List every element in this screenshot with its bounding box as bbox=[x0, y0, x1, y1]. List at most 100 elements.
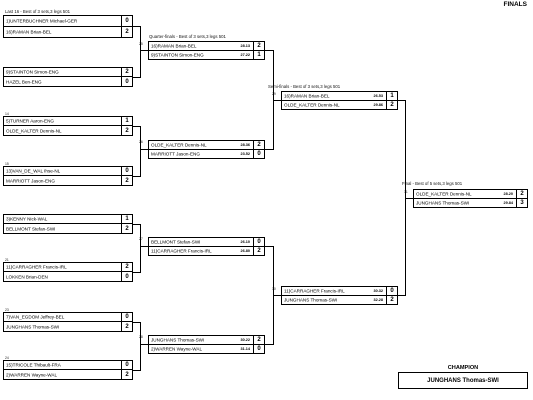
average: 23.52 bbox=[240, 151, 250, 156]
match-4: 13)VAN_DE_WAL Ihse-NL 0 MARRIOTT Jason-EN… bbox=[3, 166, 133, 186]
score: 2 bbox=[121, 68, 132, 76]
bracket-connector bbox=[133, 224, 140, 225]
player-name: 2)WARREN Wayne-WAL bbox=[6, 372, 58, 377]
player-name: 11)CARRAGHER Francis-IRL bbox=[151, 248, 212, 254]
score: 1 bbox=[386, 92, 397, 100]
score: 0 bbox=[121, 272, 132, 281]
score: 2 bbox=[253, 141, 264, 149]
score: 2 bbox=[121, 370, 132, 379]
player-name: JUNGHANS Thomas-SWI bbox=[151, 337, 205, 343]
score: 0 bbox=[253, 238, 264, 246]
score: 0 bbox=[121, 361, 132, 369]
round-header-final: Final - Best of 5 sets,3 legs 501 bbox=[402, 181, 463, 186]
match-number: 14 bbox=[5, 112, 9, 116]
score: 2 bbox=[121, 322, 132, 331]
score: 1 bbox=[253, 50, 264, 59]
player-name: HAZEL Ben-ENG bbox=[6, 79, 42, 84]
player-name: 15)TRICOLE Thibault-FRA bbox=[6, 362, 61, 368]
player-name: LOKKEN Brian-DEN bbox=[6, 274, 48, 279]
player-name: 16)RAMAN Brian-BEL bbox=[6, 29, 52, 35]
match-1: 1)UNTERBUCHNER Michael-GER 0 16)RAMAN Bri… bbox=[3, 15, 133, 38]
match-number: 21 bbox=[5, 258, 9, 262]
player-name: 3)KENNY Nick-WAL bbox=[6, 216, 48, 222]
player-name: 7)VAN_EGDOM Jeffrey-BEL bbox=[6, 314, 65, 320]
score: 0 bbox=[121, 167, 132, 175]
player-name: BELLMONT Stefan-SWI bbox=[151, 239, 201, 245]
player-name: 11)CARRAGHER Francis-IRL bbox=[6, 264, 67, 270]
score: 2 bbox=[253, 42, 264, 50]
bracket-connector bbox=[133, 322, 140, 323]
bracket-connector bbox=[133, 272, 140, 273]
bracket-connector bbox=[265, 149, 273, 150]
player-name: 11)CARRAGHER Francis-IRL bbox=[284, 288, 345, 294]
score: 2 bbox=[516, 190, 527, 198]
score: 3 bbox=[516, 198, 527, 207]
bracket-connector bbox=[398, 100, 405, 101]
player-name: MARRIOTT Jason-ENG bbox=[151, 151, 200, 157]
average: 28.13 bbox=[240, 43, 250, 48]
bracket-connector bbox=[398, 295, 405, 296]
average: 29.84 bbox=[503, 200, 513, 205]
match-6: 11)CARRAGHER Francis-IRL 2 LOKKEN Brian-D… bbox=[3, 262, 133, 282]
bracket-connector bbox=[273, 295, 281, 296]
round-header-quarter: Quarter-finals - Best of 3 sets,3 legs 5… bbox=[149, 34, 226, 39]
score: 2 bbox=[386, 100, 397, 109]
average: 30.32 bbox=[373, 288, 383, 293]
score: 0 bbox=[386, 287, 397, 295]
bracket-connector bbox=[133, 77, 140, 78]
bracket-connector bbox=[140, 344, 148, 345]
match-number: 23 bbox=[5, 308, 9, 312]
match-8: 15)TRICOLE Thibault-FRA 0 2)WARREN Wayne-… bbox=[3, 360, 133, 380]
match-number: 24 bbox=[5, 356, 9, 360]
bracket-connector bbox=[140, 224, 141, 273]
bracket-connector bbox=[140, 126, 141, 177]
bracket-connector bbox=[140, 246, 148, 247]
score: 2 bbox=[253, 246, 264, 255]
bracket-connector bbox=[405, 198, 413, 199]
score: 2 bbox=[121, 126, 132, 135]
player-name: MARRIOTT Jason-ENG bbox=[6, 178, 55, 183]
score: 0 bbox=[121, 16, 132, 26]
player-name: JUNGHANS Thomas-SWI bbox=[416, 200, 470, 206]
score: 2 bbox=[386, 295, 397, 304]
page-title: FINALS bbox=[503, 1, 527, 8]
score: 0 bbox=[121, 313, 132, 321]
bracket-connector bbox=[140, 322, 141, 371]
bracket-connector bbox=[133, 126, 140, 127]
round-header-semi: Semi-finals - Best of 3 sets,3 legs 501 bbox=[268, 84, 341, 89]
bracket-connector bbox=[273, 100, 281, 101]
bracket-connector bbox=[140, 50, 148, 51]
player-name: OLDE_KALTER Dennis-NL bbox=[6, 128, 62, 133]
average: 27.22 bbox=[240, 52, 250, 57]
average: 28.36 bbox=[240, 142, 250, 147]
bracket-connector bbox=[133, 26, 140, 27]
player-name: 9)STAINTON Simon-ENG bbox=[6, 69, 59, 75]
player-name: 1)UNTERBUCHNER Michael-GER bbox=[6, 18, 78, 24]
bracket-connector bbox=[133, 176, 140, 177]
bracket-connector bbox=[265, 50, 273, 51]
average: 32.28 bbox=[373, 297, 383, 302]
player-name: BELLMONT Stefan-SWI bbox=[6, 226, 56, 231]
score: 0 bbox=[253, 344, 264, 353]
score: 2 bbox=[121, 263, 132, 271]
round-header-last16: Last 16 - Best of 3 sets,3 legs 501 bbox=[5, 9, 70, 14]
bracket-connector bbox=[140, 149, 148, 150]
player-name: 2)WARREN Wayne-WAL bbox=[151, 346, 203, 352]
score: 1 bbox=[121, 215, 132, 223]
player-name: 16)RAMAN Brian-BEL bbox=[284, 93, 330, 99]
bracket-connector bbox=[265, 344, 273, 345]
score: 0 bbox=[121, 77, 132, 86]
score: 2 bbox=[253, 336, 264, 344]
player-name: 16)RAMAN Brian-BEL bbox=[151, 43, 197, 49]
bracket-connector bbox=[265, 246, 273, 247]
average: 28.20 bbox=[503, 191, 513, 196]
player-name: 13)VAN_DE_WAL Ihse-NL bbox=[6, 168, 61, 174]
score: 2 bbox=[121, 176, 132, 185]
